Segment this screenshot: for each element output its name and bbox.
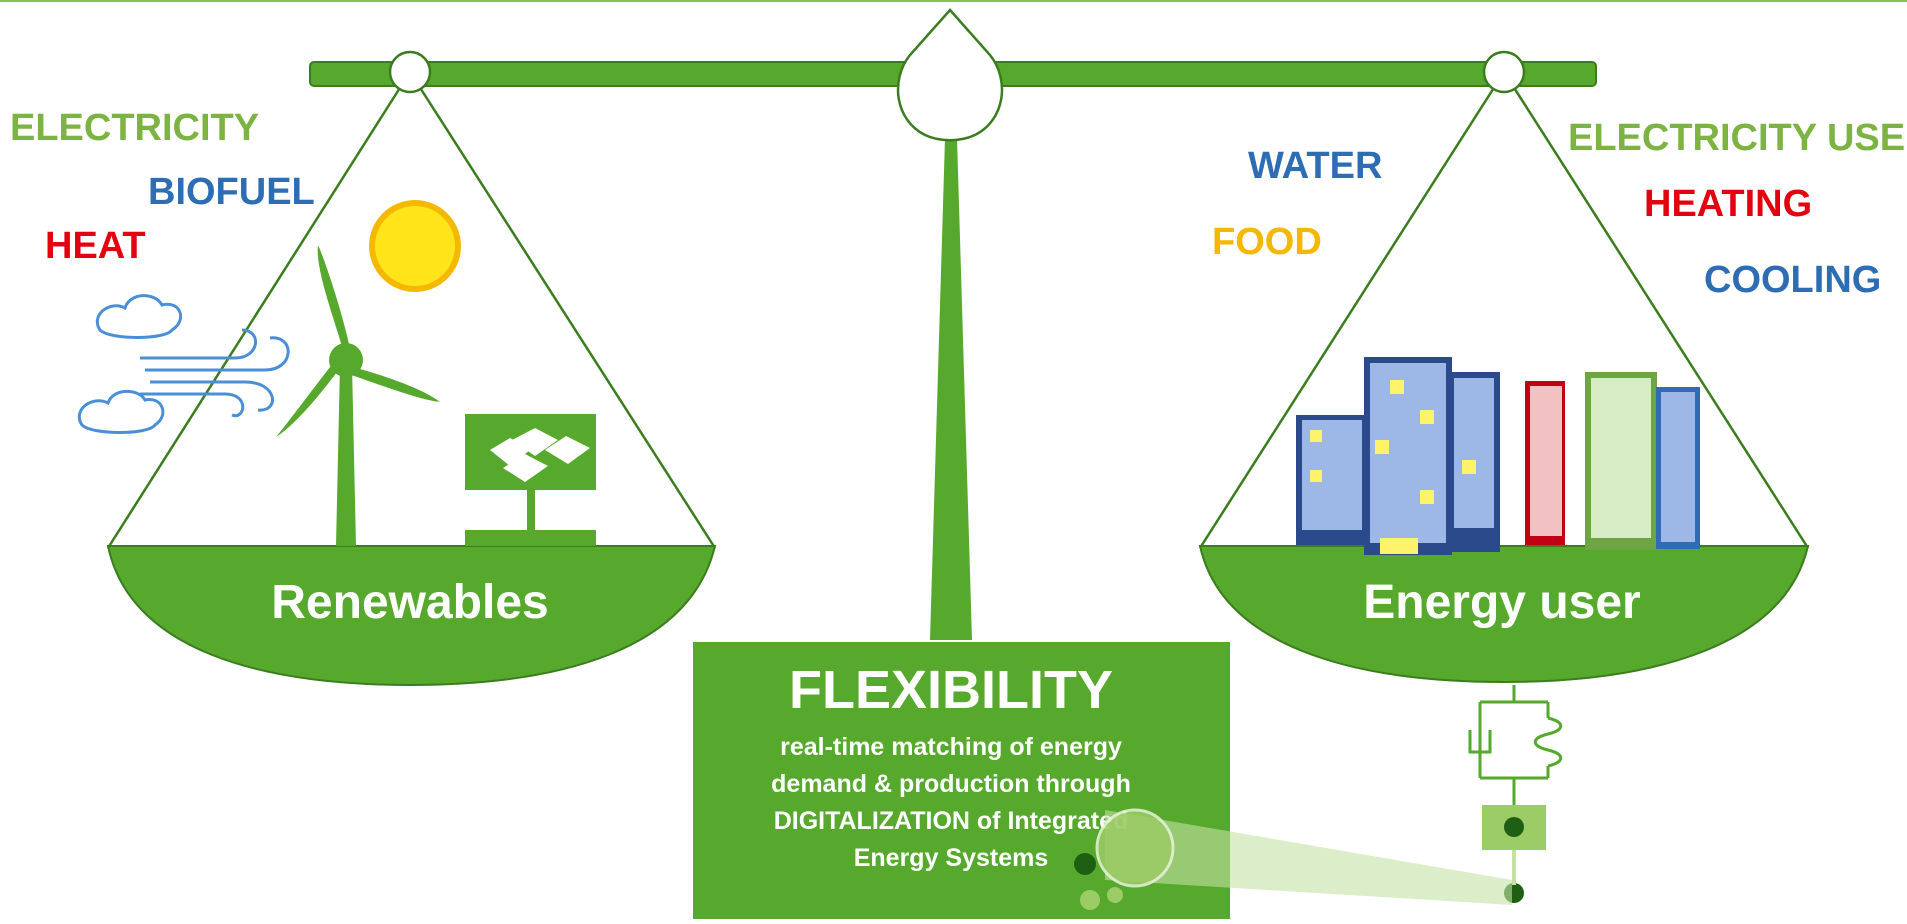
flexibility-description-line-1: real-time matching of energy: [780, 733, 1122, 761]
label-heat: HEAT: [45, 225, 146, 267]
magnifier-connection: [1074, 808, 1512, 910]
scale-pillar: [930, 138, 972, 640]
flexibility-description-line-4: Energy Systems: [854, 844, 1049, 872]
left-hinge: [388, 50, 432, 94]
right-pan: [1198, 50, 1810, 684]
label-biofuel: BIOFUEL: [148, 171, 315, 213]
label-heating: HEATING: [1644, 183, 1812, 225]
gear-icon: [1504, 817, 1524, 837]
scale-pivot: [896, 8, 1004, 142]
renewables-title: Renewables: [271, 576, 548, 629]
city-buildings-icon: [1296, 357, 1700, 555]
flexibility-title: FLEXIBILITY: [789, 660, 1113, 720]
label-electricity-use: ELECTRICITY USE: [1568, 117, 1905, 159]
right-hinge: [1482, 50, 1526, 94]
label-cooling: COOLING: [1704, 259, 1881, 301]
label-electricity: ELECTRICITY: [10, 107, 259, 149]
flexibility-description-line-2: demand & production through: [771, 770, 1131, 798]
label-water: WATER: [1248, 145, 1382, 187]
sun-icon: [369, 200, 461, 292]
energy-user-title: Energy user: [1363, 576, 1640, 629]
wind-icon: [78, 294, 290, 434]
flexibility-description-line-3: DIGITALIZATION of Integrated: [774, 807, 1129, 835]
label-food: FOOD: [1212, 221, 1322, 263]
left-pan-bowl: [106, 545, 717, 687]
spring-damper-icon: [1468, 685, 1563, 805]
left-pan: [106, 50, 717, 687]
right-pan-bowl: [1198, 545, 1810, 684]
biomass-trees-icon: [465, 414, 596, 546]
wind-turbine-icon: [276, 245, 440, 546]
top-border: [0, 0, 1907, 2]
